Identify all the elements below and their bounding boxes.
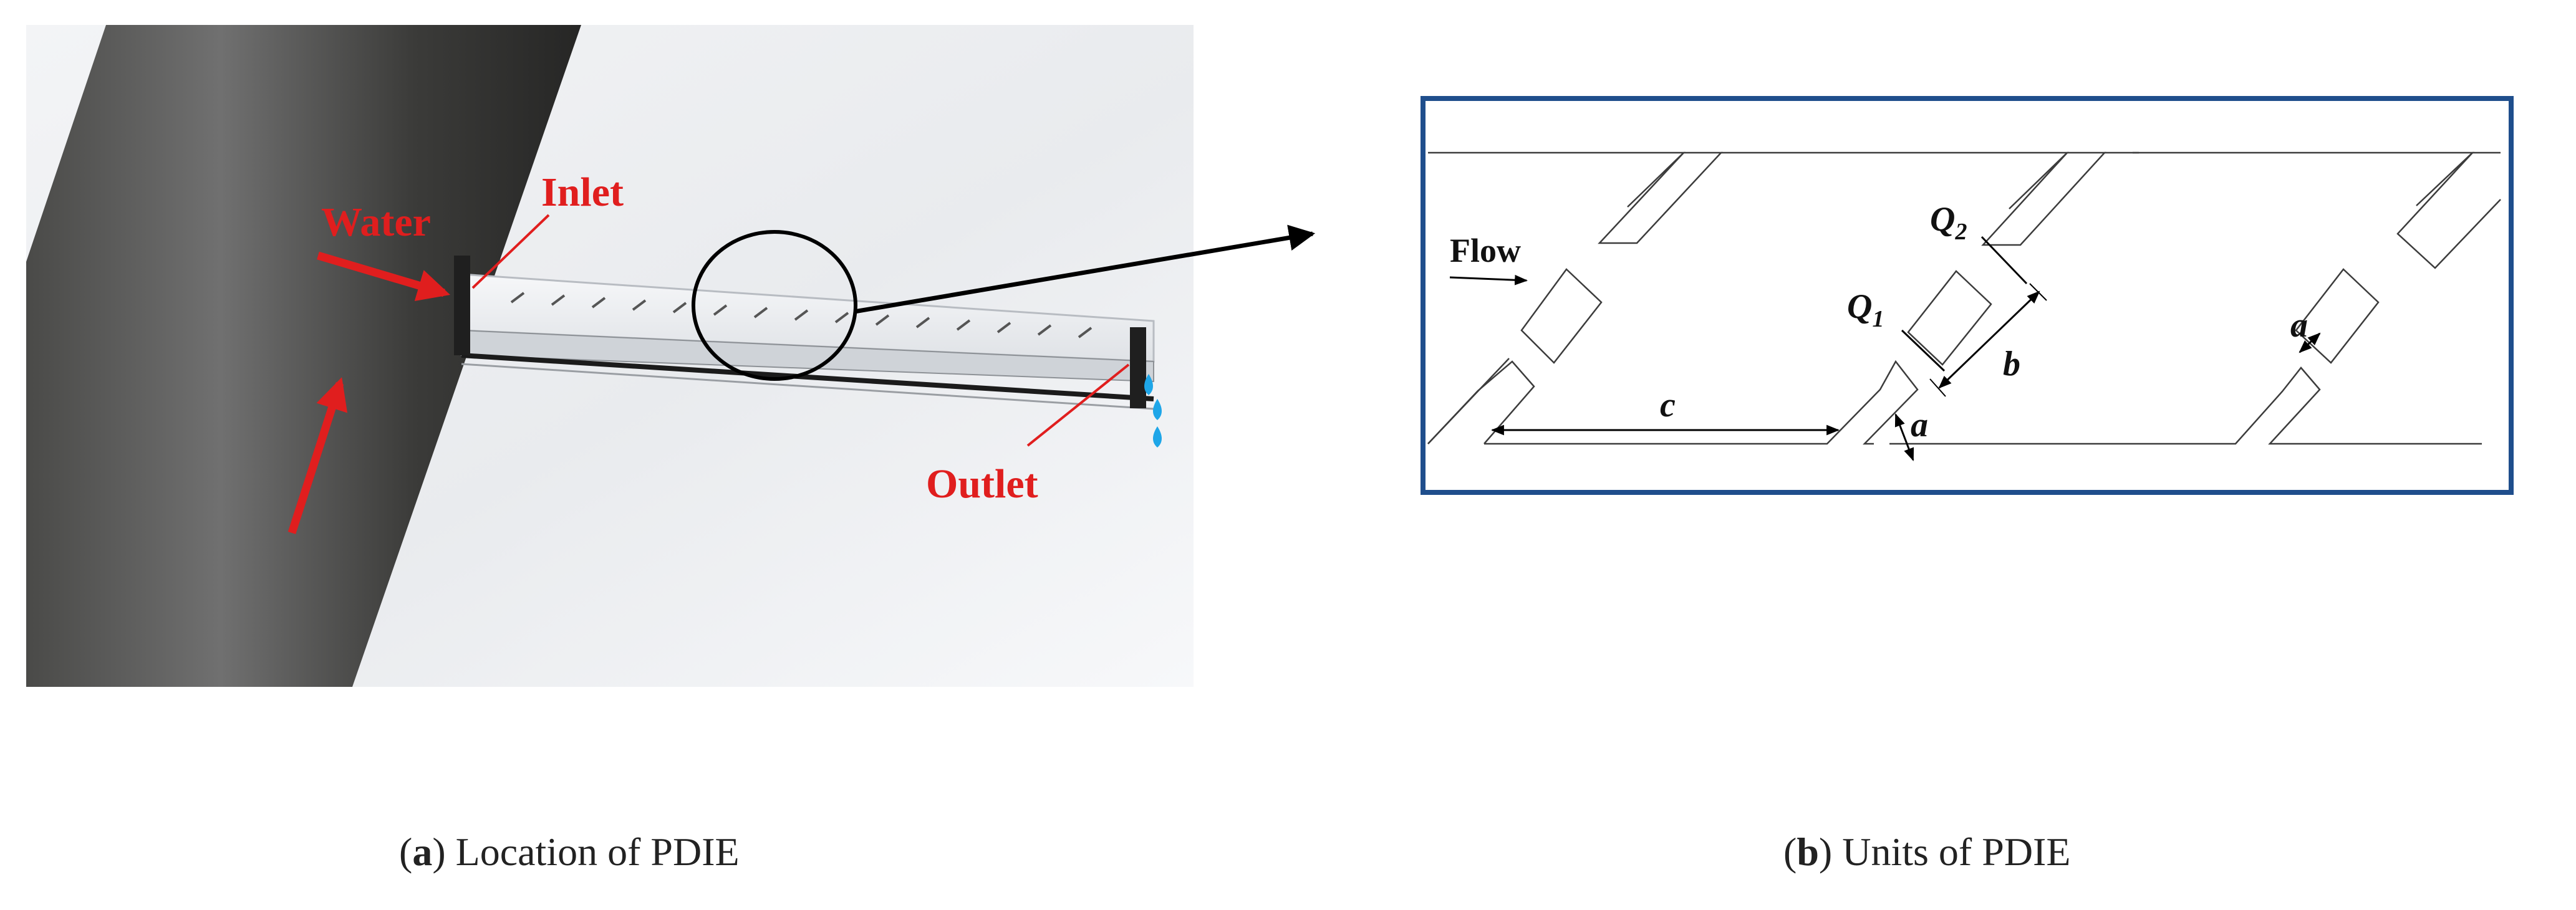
water-label: Water xyxy=(321,199,431,245)
caption-a-text: Location of PDIE xyxy=(445,830,740,874)
flow-label: Flow xyxy=(1450,232,1521,269)
q2-leader xyxy=(1980,236,2028,285)
pipe xyxy=(26,25,581,687)
panel-b-diagram: Flow c b a a Q1 Q2 xyxy=(1421,96,2514,495)
b-label: b xyxy=(2003,345,2020,383)
flow-arrow xyxy=(1449,274,1528,285)
c-label: c xyxy=(1660,386,1676,424)
a-label-right: a xyxy=(2290,306,2308,345)
emitter-slots xyxy=(510,292,1093,338)
channel-geometry xyxy=(1427,151,2501,445)
dimension-a-right xyxy=(2299,332,2321,353)
zoom-arrow xyxy=(854,224,1316,314)
panel-b-frame xyxy=(1421,96,2514,495)
q1-label: Q1 xyxy=(1847,287,1884,332)
a-label-left: a xyxy=(1911,406,1928,444)
pdie-emitter-bar xyxy=(454,256,1155,410)
q1-leader xyxy=(1901,329,1946,372)
droplet-icon xyxy=(1153,426,1162,448)
outlet-label: Outlet xyxy=(926,461,1038,507)
droplet-icon xyxy=(1144,374,1153,395)
q2-label: Q2 xyxy=(1930,200,1967,245)
outlet-leader xyxy=(1026,363,1130,447)
dimension-a-left xyxy=(1894,413,1914,461)
island-1 xyxy=(1520,268,1603,364)
droplet-icon xyxy=(1153,399,1162,420)
pipe-flow-arrow xyxy=(287,377,348,534)
caption-b-letter: b xyxy=(1797,830,1819,874)
caption-a-letter: a xyxy=(412,830,433,874)
dimension-b xyxy=(1938,290,2040,389)
caption-b-text: Units of PDIE xyxy=(1832,830,2071,874)
caption-b: (b) Units of PDIE xyxy=(1783,830,2071,874)
water-droplets xyxy=(1144,374,1162,448)
island-3 xyxy=(2295,268,2380,364)
panel-a-render: Water Inlet Outlet xyxy=(26,25,1316,687)
water-inflow-arrow xyxy=(317,251,450,302)
caption-a: (a) Location of PDIE xyxy=(399,830,740,874)
inlet-label: Inlet xyxy=(541,170,624,215)
zoom-circle xyxy=(692,230,857,381)
inlet-leader xyxy=(471,214,550,289)
